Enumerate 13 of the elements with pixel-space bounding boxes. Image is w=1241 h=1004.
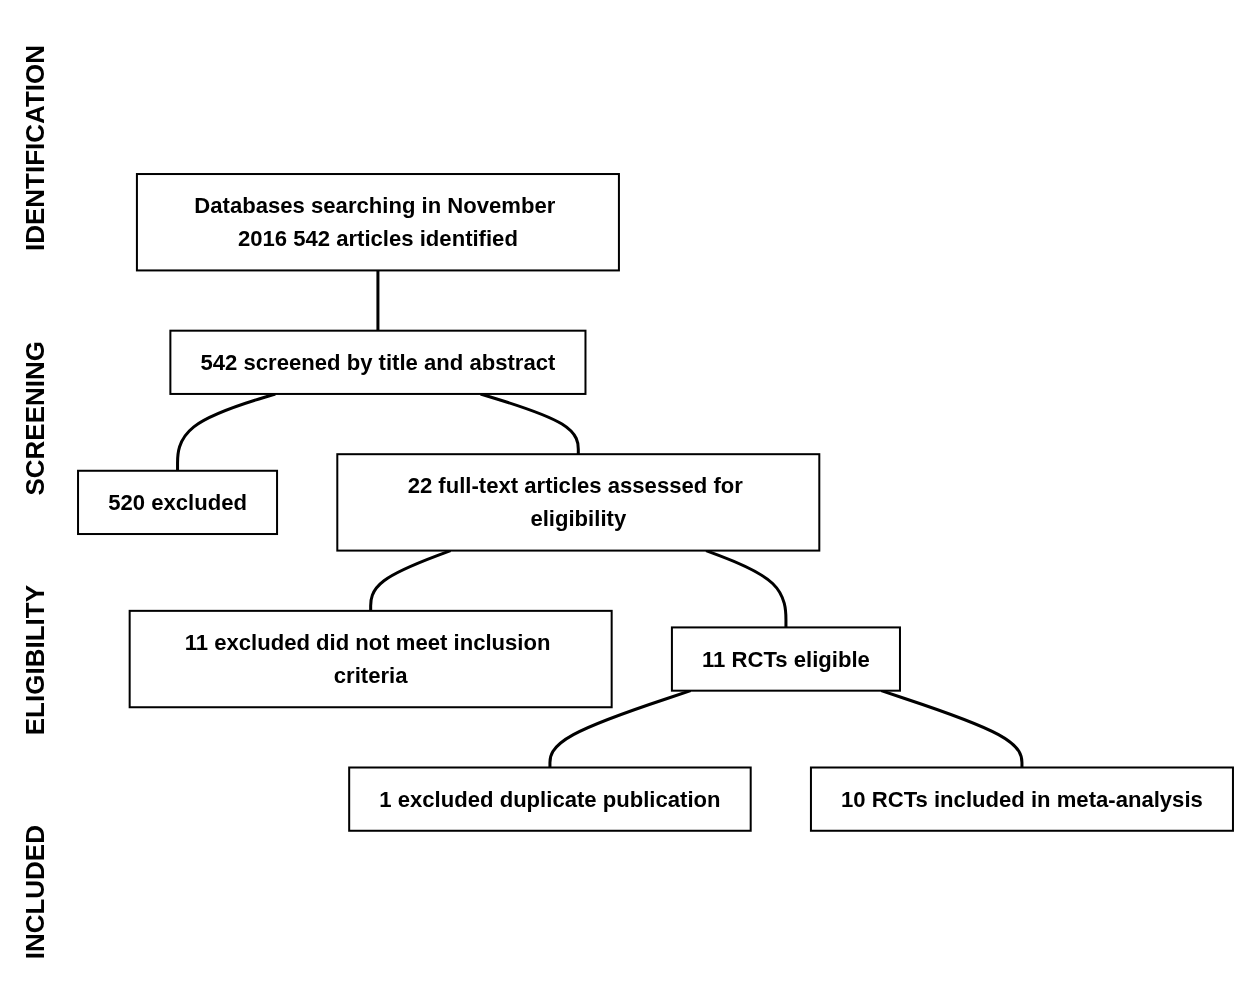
node-box: Databases searching in November 2016 542 articles identified xyxy=(135,172,620,272)
node-box: 11 excluded did not meet inclusion criteria xyxy=(128,609,613,708)
connector xyxy=(376,270,380,331)
stage-label: IDENTIFICATION xyxy=(19,44,51,251)
stage-label: INCLUDED xyxy=(19,824,51,960)
node-box: 542 screened by title and abstract xyxy=(169,329,587,395)
stage-label: SCREENING xyxy=(19,340,51,496)
node-box: 10 RCTs included in meta-analysis xyxy=(809,766,1234,832)
node-box: 22 full-text articles assessed for eligibility xyxy=(336,452,821,552)
node-box: 11 RCTs eligible xyxy=(670,626,901,692)
node-box: 520 excluded xyxy=(77,469,279,535)
node-box: 1 excluded duplicate publication xyxy=(348,766,752,832)
stage-label: ELIGIBILITY xyxy=(19,584,51,736)
